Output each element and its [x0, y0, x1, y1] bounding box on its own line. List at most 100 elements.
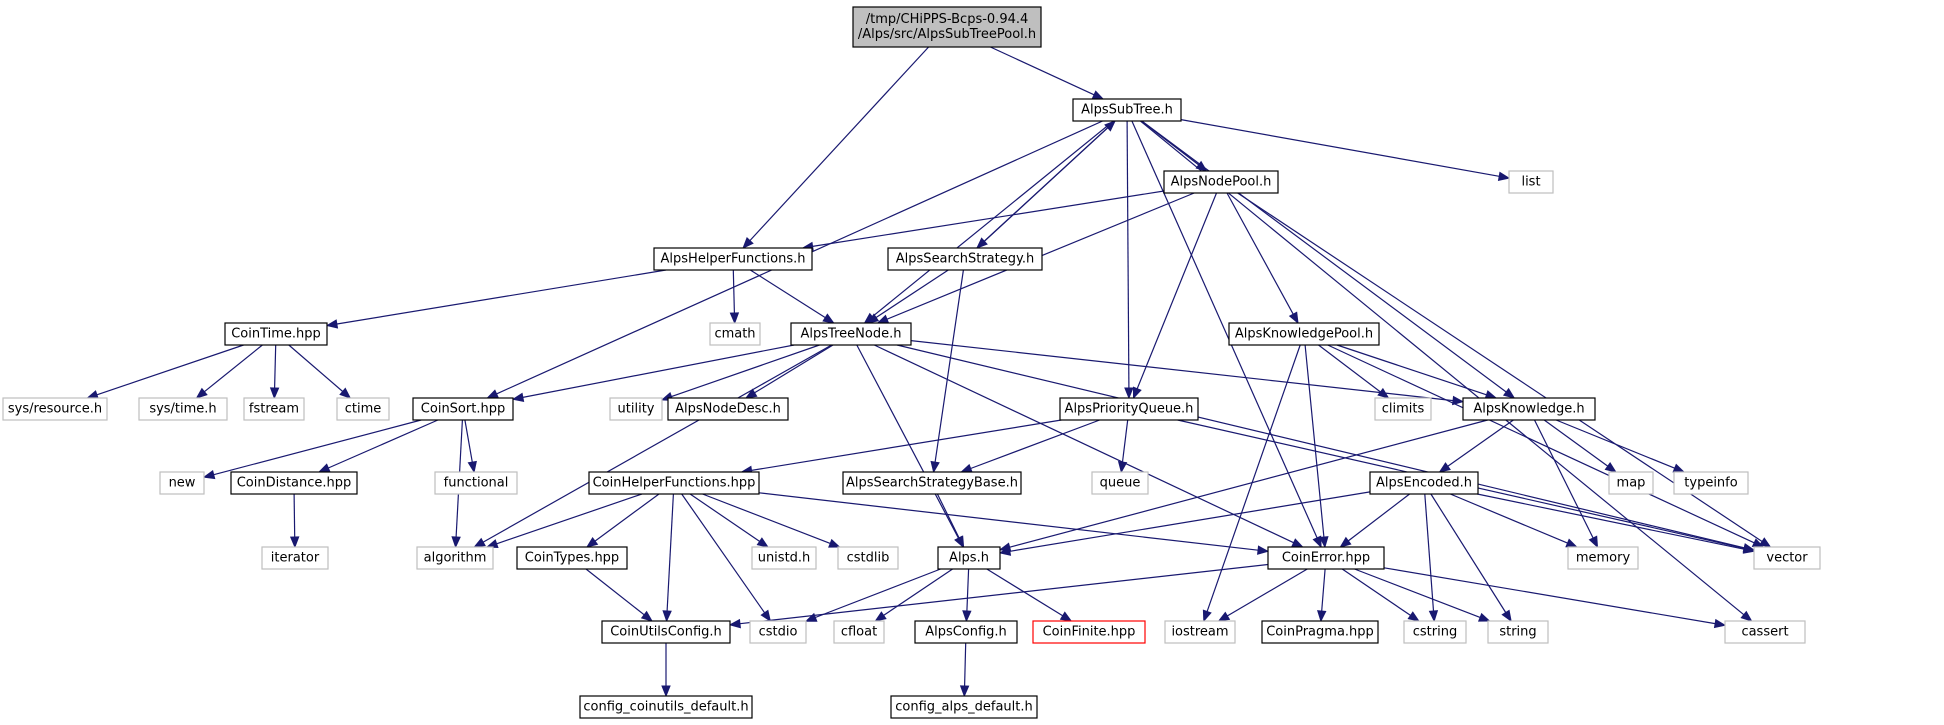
edge-knowpool-to-climits	[1318, 344, 1381, 393]
arrowhead-coinerror-to-string	[1477, 612, 1491, 622]
node-label-alpsconfig: AlpsConfig.h	[925, 625, 1007, 640]
node-box-cfloat	[833, 620, 885, 644]
node-label-coinfinite: CoinFinite.hpp	[1043, 625, 1136, 640]
node-box-unistd	[751, 546, 817, 570]
node-ctime: ctime	[336, 397, 390, 421]
node-label-systime: sys/time.h	[149, 402, 216, 417]
edge-coinerror-to-coinpragma	[1321, 568, 1326, 612]
edge-treenode-to-knowledge	[910, 340, 1454, 402]
arrowhead-coinsort-to-functional	[467, 460, 477, 474]
edge-knowledge-to-alps	[1009, 419, 1488, 548]
edge-knowpool-to-knowledge	[1336, 344, 1487, 396]
node-sysres: sys/resource.h	[2, 397, 108, 421]
arrowhead-prioq-to-queue	[1117, 461, 1128, 474]
edge-cointime-to-systime	[204, 344, 263, 393]
node-alpsconfig[interactable]: AlpsConfig.h	[914, 620, 1018, 644]
edge-coinhelper-to-coinutilscfg	[666, 493, 674, 612]
node-box-coinsort	[412, 397, 514, 421]
node-cstdlib: cstdlib	[837, 546, 899, 570]
node-string: string	[1487, 620, 1549, 644]
node-layer: /tmp/CHiPPS-Bcps-0.94.4/Alps/src/AlpsSub…	[2, 6, 1821, 719]
node-subtree[interactable]: AlpsSubTree.h	[1072, 98, 1182, 122]
node-box-nodedesc	[667, 397, 789, 421]
edge-coinerror-to-cstring	[1341, 568, 1411, 616]
node-cointypes[interactable]: CoinTypes.hpp	[516, 546, 628, 570]
node-alps[interactable]: Alps.h	[937, 546, 1001, 570]
node-vector: vector	[1753, 546, 1821, 570]
node-box-new	[159, 471, 205, 495]
edge-subtree-to-treenode	[871, 120, 1114, 318]
node-box-cointime	[224, 322, 328, 346]
node-box-cfgalps	[890, 695, 1038, 719]
arrowhead-helperfun-to-cmath	[729, 312, 740, 325]
edge-helperfun-to-cmath	[732, 269, 735, 314]
node-coinhelper[interactable]: CoinHelperFunctions.hpp	[588, 471, 760, 495]
node-box-helperfun	[653, 247, 813, 271]
node-encoded[interactable]: AlpsEncoded.h	[1369, 471, 1479, 495]
edge-nodepool-to-knowpool	[1226, 192, 1294, 315]
node-systime: sys/time.h	[138, 397, 228, 421]
node-label-knowledge: AlpsKnowledge.h	[1473, 402, 1584, 417]
edge-coinsort-to-functional	[464, 419, 473, 463]
arrowhead-root-to-subtree	[1091, 90, 1105, 100]
edge-encoded-to-string	[1430, 493, 1507, 613]
node-box-subtree	[1072, 98, 1182, 122]
node-coinerror[interactable]: CoinError.hpp	[1267, 546, 1385, 570]
node-cointime[interactable]: CoinTime.hpp	[224, 322, 328, 346]
node-prioq[interactable]: AlpsPriorityQueue.h	[1059, 397, 1199, 421]
node-knowpool[interactable]: AlpsKnowledgePool.h	[1228, 322, 1380, 346]
edge-coinhelper-to-unistd	[689, 493, 760, 542]
node-box-searchstrat	[887, 247, 1043, 271]
node-box-cstdlib	[837, 546, 899, 570]
node-knowledge[interactable]: AlpsKnowledge.h	[1462, 397, 1596, 421]
node-box-utility	[609, 397, 663, 421]
edge-coinhelper-to-cstdio	[681, 493, 766, 614]
node-box-memory	[1567, 546, 1639, 570]
edge-prioq-to-queue	[1121, 419, 1129, 463]
node-unistd: unistd.h	[751, 546, 817, 570]
node-treenode[interactable]: AlpsTreeNode.h	[790, 322, 912, 346]
edge-coinerror-to-string	[1354, 568, 1481, 618]
edge-knowledge-to-typeinfo	[1555, 419, 1675, 469]
edge-layer	[86, 46, 1772, 698]
edge-nodepool-to-helperfun	[812, 190, 1165, 247]
node-utility: utility	[609, 397, 663, 421]
edge-cointime-to-sysres	[96, 344, 244, 396]
node-box-alps	[937, 546, 1001, 570]
arrowhead-nodepool-to-treenode	[876, 314, 890, 324]
node-label-searchstrat: AlpsSearchStrategy.h	[896, 252, 1034, 267]
node-label-string: string	[1499, 625, 1536, 640]
node-stratbase[interactable]: AlpsSearchStrategyBase.h	[842, 471, 1022, 495]
arrowhead-encoded-to-coinerror	[1339, 536, 1352, 548]
edge-encoded-to-cstring	[1424, 493, 1435, 612]
arrowhead-subtree-to-knowledge	[1502, 387, 1516, 399]
arrowhead-coinhelper-to-cstdlib	[828, 538, 841, 548]
node-cfgcoinutils[interactable]: config_coinutils_default.h	[579, 695, 753, 719]
node-label-nodedesc: AlpsNodeDesc.h	[675, 402, 781, 417]
edge-cointime-to-ctime	[288, 344, 344, 392]
arrowhead-cointime-to-systime	[195, 387, 208, 399]
arrowhead-nodepool-to-prioq	[1133, 386, 1142, 400]
node-label-memory: memory	[1576, 551, 1631, 566]
node-cfgalps[interactable]: config_alps_default.h	[890, 695, 1038, 719]
node-coinsort[interactable]: CoinSort.hpp	[412, 397, 514, 421]
node-label-queue: queue	[1100, 476, 1141, 491]
node-box-knowpool	[1228, 322, 1380, 346]
edge-knowpool-to-iostream	[1206, 344, 1301, 612]
arrowhead-encoded-to-string	[1501, 609, 1512, 623]
node-label-sysres: sys/resource.h	[8, 402, 102, 417]
node-coinpragma[interactable]: CoinPragma.hpp	[1261, 620, 1379, 644]
node-nodedesc[interactable]: AlpsNodeDesc.h	[667, 397, 789, 421]
node-helperfun[interactable]: AlpsHelperFunctions.h	[653, 247, 813, 271]
node-box-root	[852, 6, 1042, 48]
arrowhead-nodepool-to-knowpool	[1288, 311, 1299, 325]
node-label-iostream: iostream	[1171, 625, 1228, 640]
node-coindist[interactable]: CoinDistance.hpp	[230, 471, 358, 495]
node-searchstrat[interactable]: AlpsSearchStrategy.h	[887, 247, 1043, 271]
edge-treenode-to-coinerror	[874, 344, 1294, 544]
node-coinutilscfg[interactable]: CoinUtilsConfig.h	[601, 620, 731, 644]
node-cstring: cstring	[1403, 620, 1467, 644]
node-nodepool[interactable]: AlpsNodePool.h	[1163, 170, 1279, 194]
arrowhead-stratbase-to-alps	[954, 535, 965, 549]
